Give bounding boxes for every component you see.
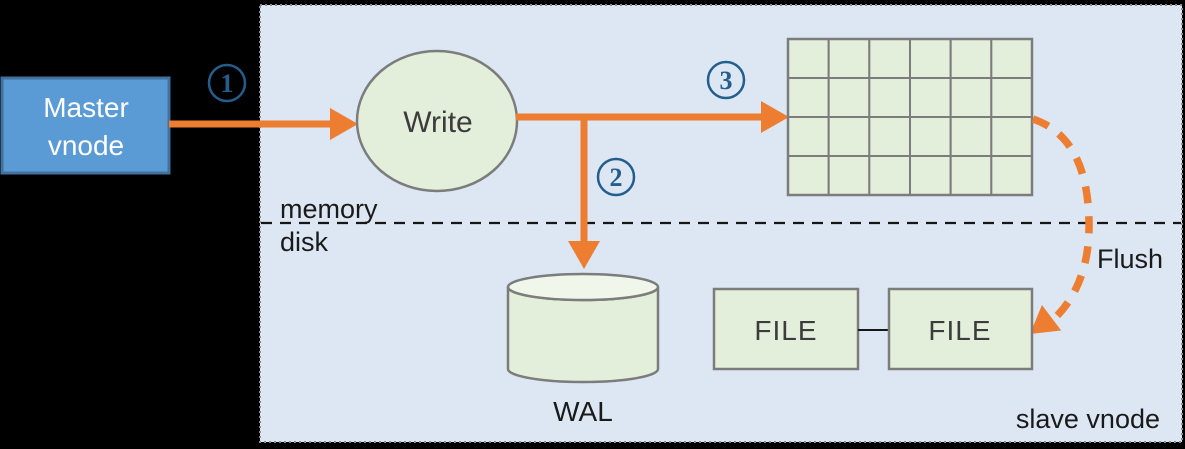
memtable-cell <box>868 38 912 79</box>
step3-number: 3 <box>720 66 733 95</box>
slave-vnode-label: slave vnode <box>1016 404 1160 434</box>
arrow-step1 <box>169 108 358 140</box>
master-vnode-label-line1: Master <box>43 92 129 123</box>
flush-arrow-curve <box>1031 115 1093 328</box>
memtable-cell <box>827 77 871 118</box>
memtable-cell <box>909 116 952 157</box>
memtable-cell <box>787 38 830 79</box>
disk-label: disk <box>280 227 329 257</box>
memtable-cell <box>909 38 952 79</box>
step2-badge: 2 <box>596 157 636 197</box>
wal-cylinder-top <box>506 272 660 302</box>
write-ellipse <box>355 49 519 193</box>
wal-node: WAL <box>506 272 660 427</box>
memory-label: memory <box>280 194 378 224</box>
wal-label: WAL <box>553 396 613 427</box>
master-vnode-node: Master vnode <box>0 76 171 175</box>
file-right-label: FILE <box>928 315 991 346</box>
memtable-cell <box>787 116 830 157</box>
flush-arrow-head <box>1030 304 1062 334</box>
flush-label: Flush <box>1097 244 1163 274</box>
step2-circle <box>596 157 636 197</box>
memtable-cell <box>990 38 1034 79</box>
memtable-cell <box>909 155 952 196</box>
memtable-cell <box>949 116 993 157</box>
file-left-label: FILE <box>754 315 817 346</box>
memtable-cell <box>868 77 912 118</box>
memtable-cell <box>868 116 912 157</box>
master-vnode-label-line2: vnode <box>48 130 124 161</box>
memtable-cell <box>827 116 871 157</box>
flush-arrow <box>1030 115 1093 334</box>
memtable-cell <box>827 155 871 196</box>
memtable-grid-outline <box>786 37 1034 197</box>
step3-circle <box>706 60 746 100</box>
step3-badge: 3 <box>706 60 746 100</box>
memtable-grid <box>786 37 1034 197</box>
memtable-cell <box>787 155 830 196</box>
write-label: Write <box>403 106 472 139</box>
memtable-cell <box>990 155 1034 196</box>
master-vnode-box <box>0 76 171 175</box>
memtable-cell <box>990 116 1034 157</box>
memtable-cell <box>990 77 1034 118</box>
arrow-step2 <box>568 114 600 269</box>
memtable-cell <box>949 155 993 196</box>
memtable-cell <box>868 155 912 196</box>
memtable-cell <box>949 77 993 118</box>
arrow-step3-head <box>761 101 789 133</box>
write-node: Write <box>355 49 519 193</box>
arrow-step3 <box>516 101 789 133</box>
memtable-cell <box>949 38 993 79</box>
step2-number: 2 <box>610 163 623 192</box>
step1-badge: 1 <box>207 63 247 103</box>
memtable-cell <box>787 77 830 118</box>
arrow-step1-head <box>330 108 358 140</box>
memtable-grid-cells <box>787 38 1034 196</box>
file-nodes: FILE FILE <box>712 287 1034 371</box>
memtable-cell <box>909 77 952 118</box>
step1-number: 1 <box>221 69 234 98</box>
memtable-cell <box>827 38 871 79</box>
arrow-step2-head <box>568 241 600 269</box>
step1-circle <box>207 63 247 103</box>
file-right-box <box>887 287 1034 371</box>
